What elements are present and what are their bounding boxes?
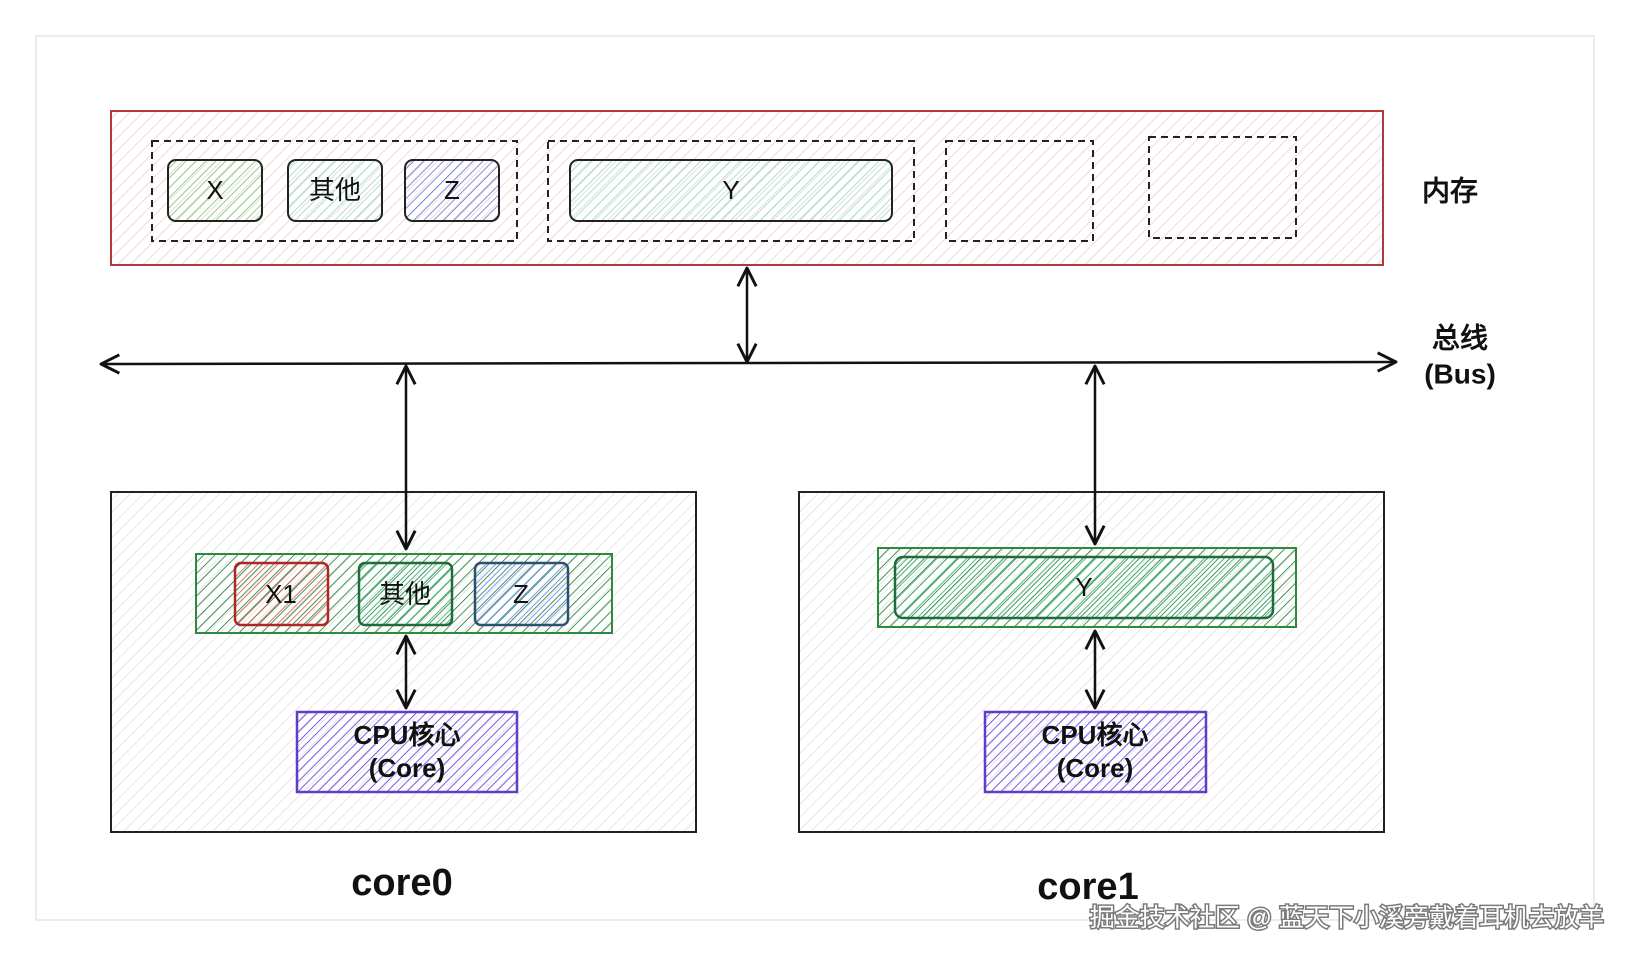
core0-cache-cell-x1 [233, 561, 330, 627]
core0-cache-cell-x1-label: X1 [265, 579, 297, 609]
core1-cpu-label-line2: (Core) [1057, 753, 1134, 783]
core0-cpu [295, 710, 519, 794]
memory-cell-y [569, 159, 893, 222]
memory-cell-x-label: X [206, 175, 223, 205]
memory-empty-slot [1148, 136, 1297, 239]
watermark: 掘金技术社区 @ 蓝天下小溪旁戴着耳机去放羊 [1090, 904, 1604, 932]
memory-cell-x [167, 159, 263, 222]
core0-cache-cell-other-label: 其他 [379, 579, 431, 609]
core0-block: X1 其他 Z CPU核心 (Core) core0 [110, 364, 697, 904]
bus-label-line1: 总线 [1432, 323, 1488, 354]
memory-group-xz [151, 140, 518, 242]
memory-cell-y-label: Y [722, 175, 739, 205]
core1-label: core1 [1037, 866, 1138, 908]
memory-group-y [547, 140, 915, 242]
core1-cache-cell-y [893, 555, 1275, 620]
memory-cell-other-label: 其他 [309, 175, 361, 205]
memory-cell-z-label: Z [444, 175, 460, 205]
bus: 总线 (Bus) [99, 266, 1496, 390]
memory-cell-other [287, 159, 383, 222]
memory-empty-slot [945, 140, 1094, 242]
memory-cell-z [404, 159, 500, 222]
core0-cache-cell-z-label: Z [513, 579, 529, 609]
core1-cpu-label-line1: CPU核心 [1042, 720, 1149, 750]
core0-cpu-label-line1: CPU核心 [354, 720, 461, 750]
core0-cache-cell-other [357, 561, 454, 627]
memory-block: X 其他 Z Y 内存 [110, 110, 1478, 266]
core0-cpu-label-line2: (Core) [369, 753, 446, 783]
core1-cpu [983, 710, 1208, 794]
core0-cache-cell-z [473, 561, 570, 627]
bus-label-line2: (Bus) [1424, 359, 1496, 390]
memory-label: 内存 [1422, 175, 1478, 207]
core1-block: Y CPU核心 (Core) core1 [798, 364, 1385, 908]
core1-cache-cell-y-label: Y [1075, 572, 1092, 602]
core0-label: core0 [351, 862, 452, 904]
